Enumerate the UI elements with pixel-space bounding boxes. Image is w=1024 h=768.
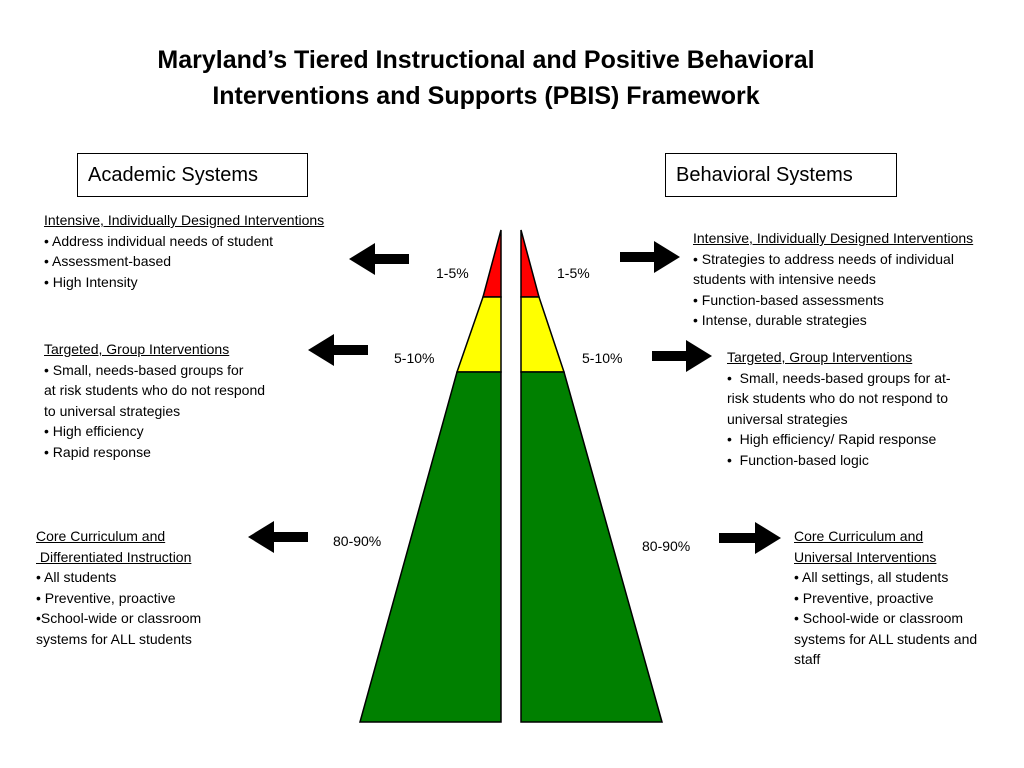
academic-core-line: • All students (36, 569, 117, 585)
right-arrow-icon (652, 340, 712, 372)
academic-core-heading: Differentiated Instruction (36, 548, 192, 565)
academic-intensive-block: Intensive, Individually Designed Interve… (44, 210, 324, 292)
academic-tier2-percent: 5-10% (394, 350, 435, 366)
title-line-1: Maryland’s Tiered Instructional and Posi… (157, 46, 815, 74)
academic-targeted-line: • Rapid response (44, 443, 151, 460)
academic-intensive-line: • Assessment-based (44, 253, 172, 269)
behavioral-core-heading: Universal Interventions (794, 548, 937, 565)
right-arrow-icon (620, 241, 680, 273)
behavioral-targeted-line: risk students who do not respond to (727, 390, 949, 406)
academic-targeted-line: • High efficiency (44, 423, 144, 439)
academic-intensive-line: • High Intensity (44, 273, 138, 290)
academic-targeted-line: at risk students who do not respond (44, 382, 266, 398)
academic-core-heading: Core Curriculum and (36, 528, 166, 544)
behavioral-intensive-block: Intensive, Individually Designed Interve… (693, 228, 973, 331)
academic-tier1-segment (359, 371, 502, 723)
academic-targeted-line: • Small, needs-based groups for (44, 361, 244, 378)
academic-intensive-heading: Intensive, Individually Designed Interve… (44, 212, 325, 228)
behavioral-tier2-percent: 5-10% (582, 350, 623, 366)
behavioral-targeted-line: • High efficiency/ Rapid response (727, 431, 937, 447)
behavioral-intensive-line: • Function-based assessments (693, 291, 884, 308)
academic-tier3-segment (482, 229, 502, 298)
academic-core-line: •School-wide or classroom (36, 610, 202, 626)
behavioral-targeted-heading: Targeted, Group Interventions (727, 349, 913, 365)
behavioral-core-block: Core Curriculum and Universal Interventi… (794, 526, 977, 670)
right-arrow-icon (719, 522, 781, 554)
behavioral-tier1-percent: 80-90% (642, 538, 691, 554)
behavioral-intensive-line: • Intense, durable strategies (693, 312, 867, 328)
academic-core-line: • Preventive, proactive (36, 589, 176, 606)
behavioral-core-line: staff (794, 651, 821, 667)
behavioral-systems-header: Behavioral Systems (665, 153, 897, 197)
behavioral-tier1-segment (520, 371, 663, 723)
academic-intensive-line: • Address individual needs of student (44, 232, 274, 249)
academic-core-line: systems for ALL students (36, 630, 192, 647)
academic-targeted-heading: Targeted, Group Interventions (44, 341, 230, 357)
behavioral-targeted-line: • Small, needs-based groups for at- (727, 369, 951, 386)
behavioral-core-line: • Preventive, proactive (794, 589, 934, 606)
behavioral-core-line: • School-wide or classroom (794, 610, 964, 626)
behavioral-intensive-heading: Intensive, Individually Designed Interve… (693, 230, 974, 246)
left-arrow-icon (349, 243, 409, 275)
academic-core-block: Core Curriculum and Differentiated Instr… (36, 526, 201, 649)
behavioral-core-line: • All settings, all students (794, 569, 949, 585)
title-line-2: Interventions and Supports (PBIS) Framew… (212, 82, 760, 110)
page-title: Maryland’s Tiered Instructional and Posi… (0, 42, 972, 114)
behavioral-intensive-line: students with intensive needs (693, 271, 876, 287)
academic-tier1-percent: 80-90% (333, 533, 382, 549)
behavioral-tier3-percent: 1-5% (557, 265, 590, 281)
left-arrow-icon (248, 521, 308, 553)
academic-tier2-segment (455, 296, 502, 373)
left-arrow-icon (308, 334, 368, 366)
behavioral-tier2-segment (520, 296, 566, 373)
academic-targeted-block: Targeted, Group Interventions • Small, n… (44, 339, 265, 462)
behavioral-targeted-line: • Function-based logic (727, 451, 869, 468)
behavioral-core-heading: Core Curriculum and (794, 528, 924, 544)
behavioral-intensive-line: • Strategies to address needs of individ… (693, 250, 954, 267)
academic-targeted-line: to universal strategies (44, 402, 181, 419)
behavioral-targeted-block: Targeted, Group Interventions • Small, n… (727, 347, 951, 470)
behavioral-core-line: systems for ALL students and (794, 630, 978, 647)
academic-systems-header: Academic Systems (77, 153, 308, 197)
behavioral-tier3-segment (520, 229, 540, 298)
behavioral-targeted-line: universal strategies (727, 410, 848, 427)
academic-tier3-percent: 1-5% (436, 265, 469, 281)
